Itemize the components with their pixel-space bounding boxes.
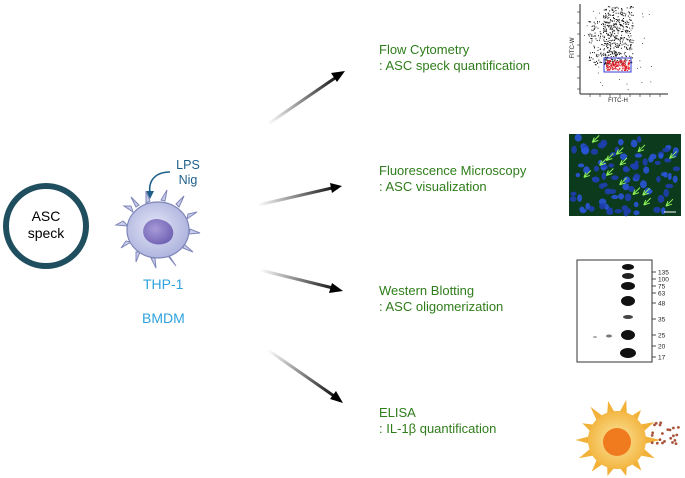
method-western: Western Blotting : ASC oligomerization (379, 283, 503, 315)
blot-marker-label: 135 (658, 270, 669, 277)
nig-label: Nig (178, 173, 198, 187)
stimulus-arrowhead (146, 191, 154, 199)
method-microscopy: Fluorescence Microscopy : ASC visualizat… (379, 163, 526, 195)
stimulus-label: LPS Nig (168, 158, 208, 188)
speck-gate (603, 57, 632, 73)
flow-x-label: FITC-H (608, 98, 628, 104)
method-flow: Flow Cytometry : ASC speck quantificatio… (379, 42, 530, 74)
elisa-cell (575, 399, 680, 476)
blot-marker-label: 17 (658, 355, 666, 362)
arrow-flow (267, 71, 345, 126)
arrow-microscopy (257, 183, 342, 207)
thp1-label: THP-1 (143, 276, 184, 292)
arrow-elisa (267, 348, 343, 403)
bmdm-label: BMDM (142, 310, 185, 326)
arrow-western (259, 268, 343, 293)
blot-marker-label: 35 (658, 317, 666, 324)
method-flow-title: Flow Cytometry (379, 42, 470, 57)
method-flow-subtitle: : ASC speck quantification (379, 58, 531, 73)
lps-label: LPS (176, 158, 200, 172)
asc-speck-label: ASC speck (16, 208, 76, 242)
asc-speck-circle (3, 183, 89, 269)
blot-marker-label: 63 (658, 291, 666, 298)
method-western-title: Western Blotting (379, 283, 475, 298)
flow-cytometry-plot: FITC-W FITC-H (570, 4, 668, 104)
asc-label-line2: speck (27, 225, 65, 241)
microscopy-image (569, 133, 681, 217)
method-microscopy-title: Fluorescence Microscopy (379, 163, 527, 178)
thp1-cell (114, 189, 201, 269)
stimulus-arrow (148, 171, 171, 194)
blot-marker-label: 100 (658, 277, 669, 284)
method-western-subtitle: : ASC oligomerization (379, 299, 504, 314)
method-elisa-title: ELISA (379, 405, 416, 420)
flow-y-label: FITC-W (570, 37, 576, 58)
method-elisa: ELISA : IL-1β quantification (379, 405, 496, 437)
method-elisa-subtitle: : IL-1β quantification (379, 421, 497, 436)
method-microscopy-subtitle: : ASC visualization (379, 179, 487, 194)
asc-label-line1: ASC (31, 208, 61, 224)
blot-marker-label: 75 (658, 284, 666, 291)
blot-marker-label: 20 (658, 344, 666, 351)
blot-marker-label: 48 (658, 301, 666, 308)
blot-marker-label: 25 (658, 333, 666, 340)
